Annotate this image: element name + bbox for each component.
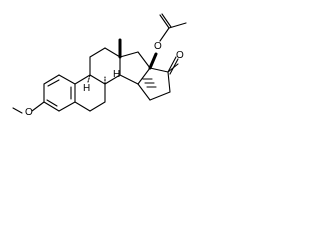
structure-canvas: O H H (12, 13, 187, 118)
hashed-bond (142, 78, 157, 88)
ring-a-aromatic (43, 74, 76, 112)
h-label-c8: H (113, 69, 120, 80)
stereo-h-c8: H (104, 69, 120, 85)
stereo-h-c9: H (83, 74, 91, 94)
h-label-c9: H (83, 83, 90, 94)
ring-c (89, 47, 121, 85)
ketone-group: O (167, 50, 184, 75)
ring-b (74, 74, 106, 112)
ring-d-bridged (119, 51, 179, 101)
methoxy-group: O (12, 101, 45, 118)
ketone-oxygen-label: O (176, 50, 184, 61)
methoxy-oxygen-label: O (25, 107, 33, 118)
acetoxy-group: O (148, 13, 187, 70)
molecule-drawing: O H H (12, 13, 187, 118)
acetoxy-oxygen-label: O (154, 41, 162, 52)
